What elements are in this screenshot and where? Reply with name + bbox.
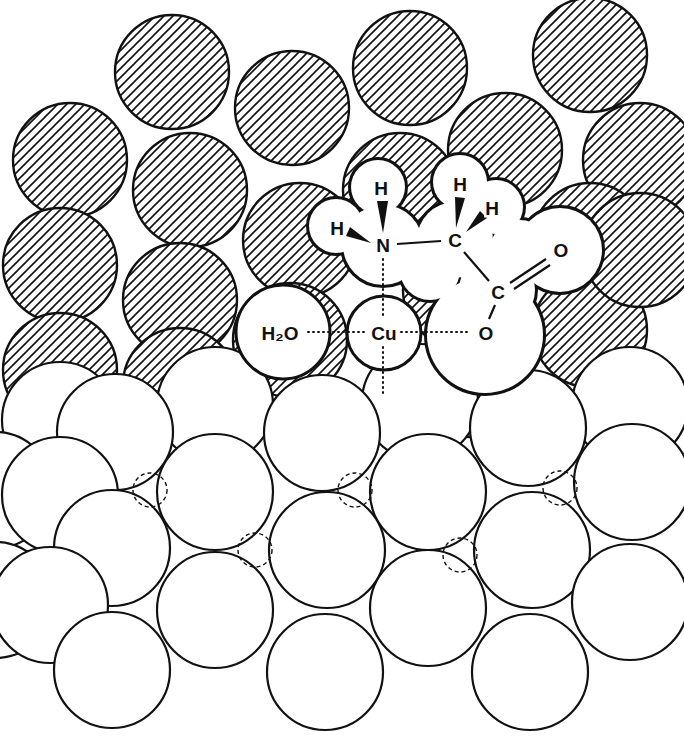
surface-layer [0,344,684,730]
coordination-line [401,331,471,333]
hatched-atom-ground [353,11,467,125]
atom-label: C [447,231,463,250]
bond-lines [308,197,550,395]
surface-atom [572,544,684,660]
bond-line [397,241,441,244]
hatched-atom-ground [533,0,647,112]
hatched-atom [235,51,349,165]
coordination-line [382,347,384,395]
coordination-line [308,331,368,333]
hollow-site [543,471,577,505]
atom-label: O [553,241,570,260]
hatched-atom [115,15,229,129]
molecule-outline-part [309,199,363,253]
surface-atom [370,550,486,666]
hatched-atom [13,103,127,217]
hatched-atom-ground [3,208,117,322]
atom-label: H [484,199,500,218]
hatched-atom [533,0,647,112]
surface-atom [472,614,588,730]
bond-line [464,252,489,281]
hatched-atom-ground [13,103,127,217]
hatched-atom-ground [133,133,247,247]
bond-line [489,305,495,319]
atom-label: C [490,283,506,302]
atom-label: H [329,219,345,238]
surface-atom [370,434,486,550]
molecule-outline [236,155,602,393]
water-atom [236,285,330,379]
hatched-atom [3,208,117,322]
hollow-site [443,538,477,572]
hatched-atom [133,133,247,247]
atom-label: Cu [370,324,397,343]
hatched-atom-ground [115,15,229,129]
hollow-site [338,473,372,507]
atom-label: H₂O [261,324,300,343]
surface-atom [267,614,383,730]
atom-label: N [375,236,391,255]
hollow-site [133,473,167,507]
surface-atom [269,492,385,608]
surface-atom [54,612,170,728]
surface-atom [574,424,684,540]
hatched-atom [353,11,467,125]
hatched-atom-ground [235,51,349,165]
atom-label: H [373,179,389,198]
wedge-bond [377,201,388,233]
atom-label: H [452,175,468,194]
bond-line [514,265,550,289]
surface-atom [264,375,380,491]
surface-atom [157,552,273,668]
coordination-line [382,259,384,319]
molecule-fill-part [309,199,363,253]
wedge-bond [346,227,371,243]
atom-label: O [478,324,495,343]
hollow-site [238,533,272,567]
wedge-bond [455,197,465,228]
